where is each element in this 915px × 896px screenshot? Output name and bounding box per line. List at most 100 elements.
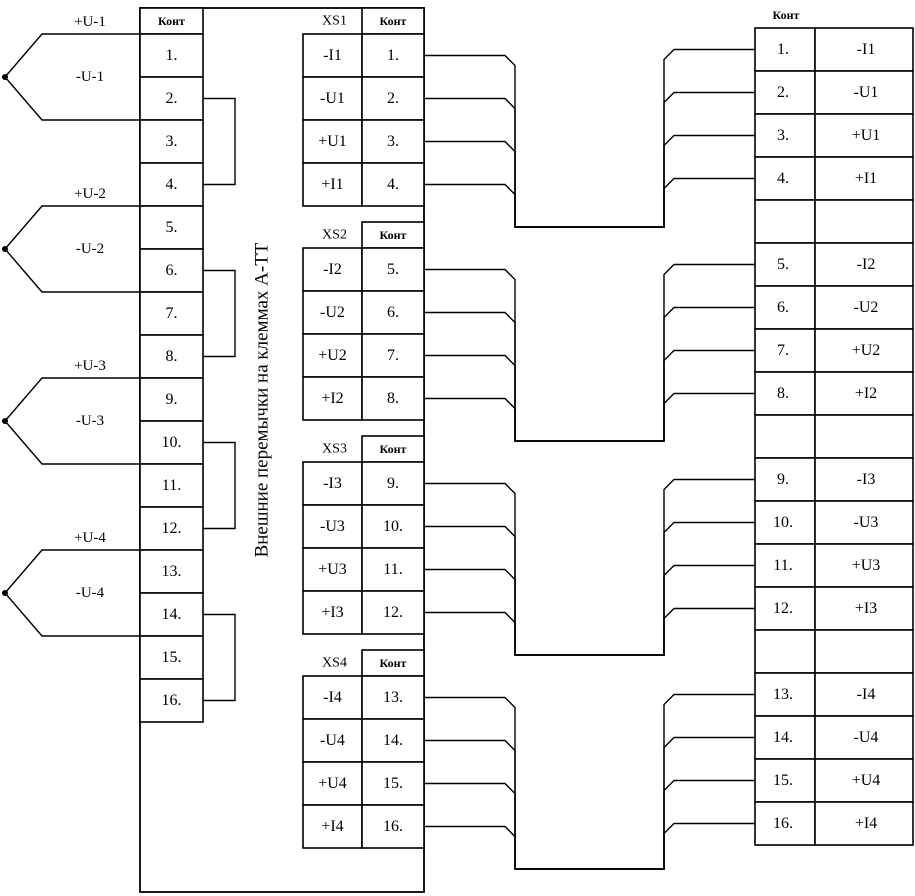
connector-contact-label: 14. xyxy=(383,732,403,749)
left-terminal-label: 11. xyxy=(162,477,181,494)
right-header-text: Конт xyxy=(773,8,800,22)
connector-signal-label: -U2 xyxy=(320,304,345,321)
left-terminal-label: 5. xyxy=(166,219,178,236)
cable-wire xyxy=(424,779,755,870)
right-contact-label: 14. xyxy=(773,729,793,746)
connector-header-text: Конт xyxy=(380,656,407,670)
right-signal-label: -I4 xyxy=(857,686,876,703)
connector-contact-label: 10. xyxy=(383,518,403,535)
right-contact-label: 13. xyxy=(773,686,793,703)
right-signal-label: -I3 xyxy=(857,471,876,488)
connector-signal-label: +U1 xyxy=(318,133,347,150)
left-terminal-cell xyxy=(139,592,204,637)
left-terminal-cell xyxy=(139,334,204,379)
jumper-wire xyxy=(203,613,236,702)
right-signal-label: -I1 xyxy=(857,41,876,58)
left-terminal-label: 7. xyxy=(166,305,178,322)
sensor-label-top: +U-4 xyxy=(74,530,106,546)
jumper-wire xyxy=(203,269,236,358)
right-signal-cell xyxy=(814,328,914,373)
left-terminal-cell xyxy=(139,291,204,336)
left-terminal-label: 6. xyxy=(166,262,178,279)
right-signal-label: +I4 xyxy=(855,815,877,832)
right-contact-label: 5. xyxy=(777,256,789,273)
connector-contact-label: 3. xyxy=(387,133,399,150)
sensor-label-bottom: -U-1 xyxy=(76,69,104,85)
sensor-label-bottom: -U-3 xyxy=(76,413,104,429)
connector-signal-label: -U1 xyxy=(320,90,345,107)
right-contact-cell xyxy=(754,801,816,846)
right-signal-label: -I2 xyxy=(857,256,876,273)
jumper-wire xyxy=(203,97,236,186)
connector-contact-cell xyxy=(361,675,425,720)
right-signal-label: +U4 xyxy=(852,772,881,789)
connector-contact-cell xyxy=(361,333,425,378)
left-terminal-cell xyxy=(139,420,204,465)
right-spacer-cell xyxy=(814,199,914,244)
cable-wire xyxy=(424,349,755,442)
left-header-text: Конт xyxy=(158,14,185,28)
wires xyxy=(2,33,755,870)
connector-signal-cell xyxy=(302,547,363,592)
connector-signal-label: -U4 xyxy=(320,732,345,749)
connector-header-text: Конт xyxy=(380,14,407,28)
right-signal-cell xyxy=(814,242,914,287)
sensor-wire xyxy=(4,205,140,293)
connector-contact-cell xyxy=(361,590,425,635)
right-contact-label: 15. xyxy=(773,772,793,789)
sensor-label-top: +U-3 xyxy=(74,358,106,374)
connector-header-text: Конт xyxy=(380,228,407,242)
connector-signal-cell xyxy=(302,590,363,635)
connector-contact-cell xyxy=(361,761,425,806)
left-terminal-cell xyxy=(139,377,204,422)
connector-contact-label: 2. xyxy=(387,90,399,107)
right-signal-label: -U2 xyxy=(854,299,879,316)
sensor-label-bottom: -U-4 xyxy=(76,585,105,601)
right-contact-cell xyxy=(754,758,816,803)
cable-wire xyxy=(424,521,755,656)
connector-contact-cell xyxy=(361,804,425,849)
connector-contact-cell xyxy=(361,290,425,335)
right-contact-label: 16. xyxy=(773,815,793,832)
left-terminal-label: 16. xyxy=(162,692,182,709)
right-contact-label: 2. xyxy=(777,84,789,101)
sensor-junction xyxy=(2,418,8,424)
connector-signal-label: -I1 xyxy=(323,47,342,64)
connector-contact-cell xyxy=(361,376,425,421)
left-terminal-label: 9. xyxy=(166,391,178,408)
right-signal-label: -U1 xyxy=(854,84,879,101)
connector-signal-label: -U3 xyxy=(320,518,345,535)
right-signal-cell xyxy=(814,586,914,631)
right-contact-cell xyxy=(754,70,816,115)
connector-header-cell xyxy=(361,7,425,35)
cable-wire xyxy=(424,392,755,442)
right-contact-cell xyxy=(754,371,816,416)
left-terminal-cell xyxy=(139,205,204,250)
sensor-label-bottom: -U-2 xyxy=(76,241,104,257)
right-contact-label: 8. xyxy=(777,385,789,402)
cable-wire xyxy=(424,693,755,870)
connector-signal-cell xyxy=(302,504,363,549)
cable-wire xyxy=(424,822,755,870)
connector-contact-label: 8. xyxy=(387,390,399,407)
cable-wire xyxy=(424,478,755,656)
left-terminal-label: 4. xyxy=(166,176,178,193)
right-signal-cell xyxy=(814,801,914,846)
right-contact-label: 6. xyxy=(777,299,789,316)
connector-signal-cell xyxy=(302,804,363,849)
right-signal-label: +U2 xyxy=(852,342,881,359)
connector-signal-cell xyxy=(302,376,363,421)
right-contact-cell xyxy=(754,543,816,588)
connector-name: XS4 xyxy=(322,656,347,671)
left-terminal-cell xyxy=(139,549,204,594)
right-contact-label: 4. xyxy=(777,170,789,187)
left-terminal-label: 13. xyxy=(162,563,182,580)
left-terminal-label: 3. xyxy=(166,133,178,150)
right-signal-label: -U4 xyxy=(854,729,879,746)
sensor-junction xyxy=(2,246,8,252)
connector-signal-label: -I2 xyxy=(323,261,342,278)
connector-contact-label: 16. xyxy=(383,818,403,835)
connector-signal-label: +U2 xyxy=(318,347,347,364)
right-contact-label: 12. xyxy=(773,600,793,617)
